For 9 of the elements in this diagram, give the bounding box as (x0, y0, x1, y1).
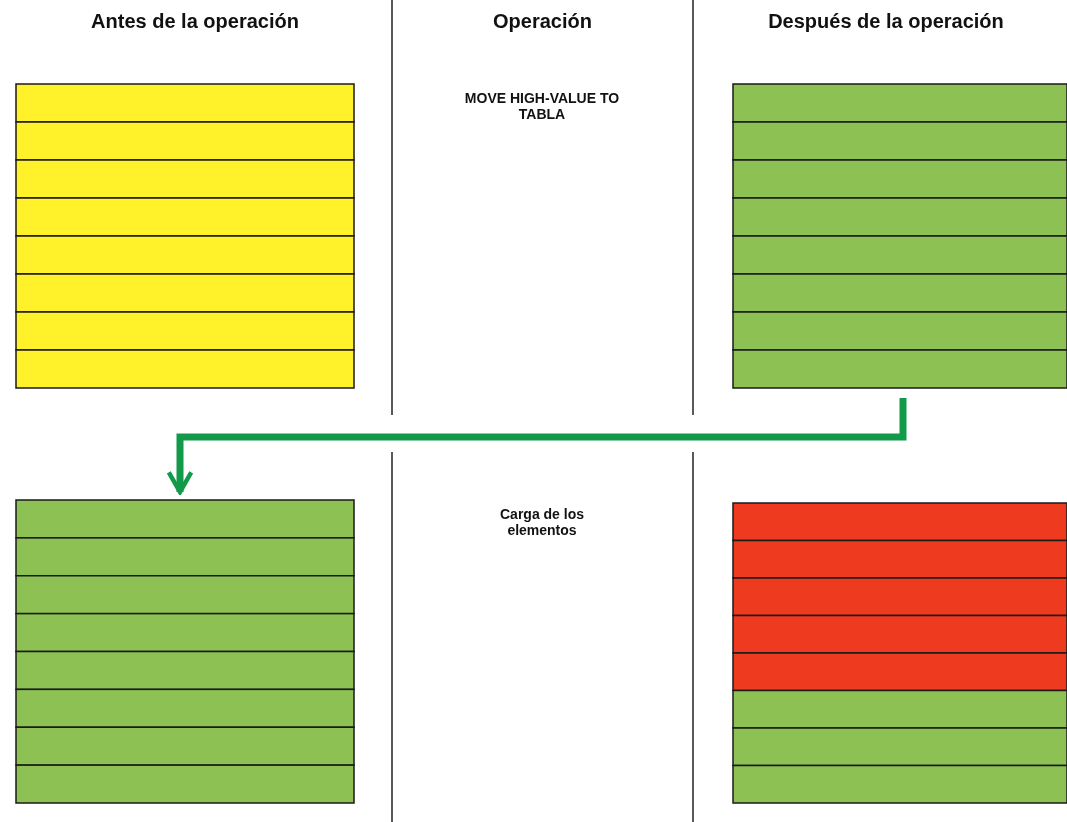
table-drawing (15, 83, 355, 389)
operation-text: MOVE HIGH-VALUE TO TABLA (463, 90, 621, 122)
column-heading: Operación (492, 10, 593, 33)
table-drawing (732, 502, 1067, 804)
operation-text: Carga de los elementos (499, 506, 585, 538)
column-heading: Después de la operación (767, 10, 1005, 33)
column-heading: Antes de la operación (90, 10, 300, 33)
table-drawing (732, 83, 1067, 389)
table-drawing (15, 499, 355, 804)
